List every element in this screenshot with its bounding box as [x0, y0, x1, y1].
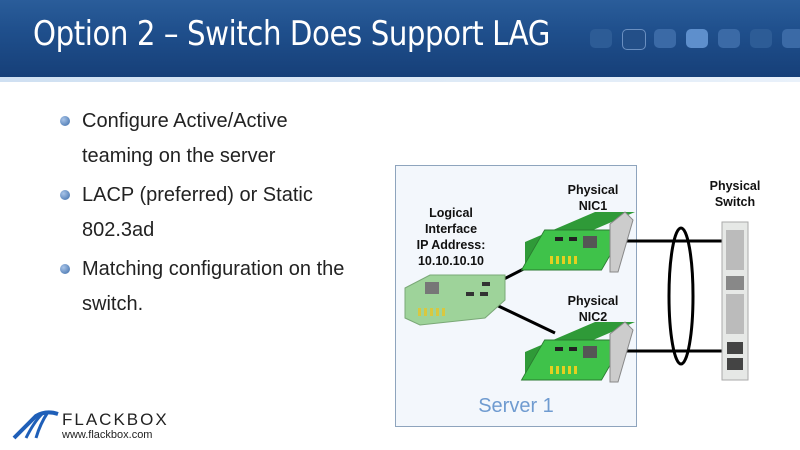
- logo-brand: FLACKBOX: [62, 410, 169, 429]
- bullet-icon: [60, 264, 70, 274]
- bullet-text: LACP (preferred) or Static 802.3ad: [82, 184, 313, 241]
- label-line: Interface: [424, 222, 478, 236]
- bullet-item: Configure Active/Active teaming on the s…: [60, 104, 352, 174]
- decor-square: [654, 29, 676, 48]
- nic2-icon: [521, 321, 636, 383]
- label-line: Logical: [429, 206, 473, 220]
- logo-url: www.flackbox.com: [62, 429, 153, 441]
- bullet-item: LACP (preferred) or Static 802.3ad: [60, 178, 352, 248]
- decor-square: [718, 29, 740, 48]
- label-line: NIC1: [578, 199, 608, 213]
- bullet-list: Configure Active/Active teaming on the s…: [60, 104, 352, 326]
- slide-header: Option 2 – Switch Does Support LAG: [0, 0, 800, 82]
- decor-square: [686, 29, 708, 48]
- label-line: Switch: [714, 195, 756, 209]
- slide-title: Option 2 – Switch Does Support LAG: [33, 14, 550, 54]
- decor-square: [590, 29, 612, 48]
- bullet-item: Matching configuration on the switch.: [60, 252, 352, 322]
- bridge-logo-icon: [12, 410, 59, 440]
- physical-switch-icon: [721, 221, 749, 381]
- label-line: Physical: [709, 179, 761, 193]
- bullet-text: Matching configuration on the switch.: [82, 258, 345, 315]
- label-line: IP Address:: [416, 238, 486, 252]
- link-logical-nic2: [489, 300, 556, 335]
- nic1-icon: [521, 211, 636, 273]
- server-label: Server 1: [478, 395, 554, 417]
- logical-nic-icon: [404, 274, 506, 326]
- label-line: 10.10.10.10: [417, 254, 485, 268]
- bullet-icon: [60, 116, 70, 126]
- label-line: Physical: [567, 183, 619, 197]
- label-line: Physical: [567, 294, 619, 308]
- decor-square: [782, 29, 800, 48]
- label-line: NIC2: [578, 310, 608, 324]
- lag-bundle-icon: [667, 226, 695, 366]
- bullet-text: Configure Active/Active teaming on the s…: [82, 110, 288, 167]
- bullet-icon: [60, 190, 70, 200]
- decor-square: [750, 29, 772, 48]
- decor-square: [622, 29, 646, 50]
